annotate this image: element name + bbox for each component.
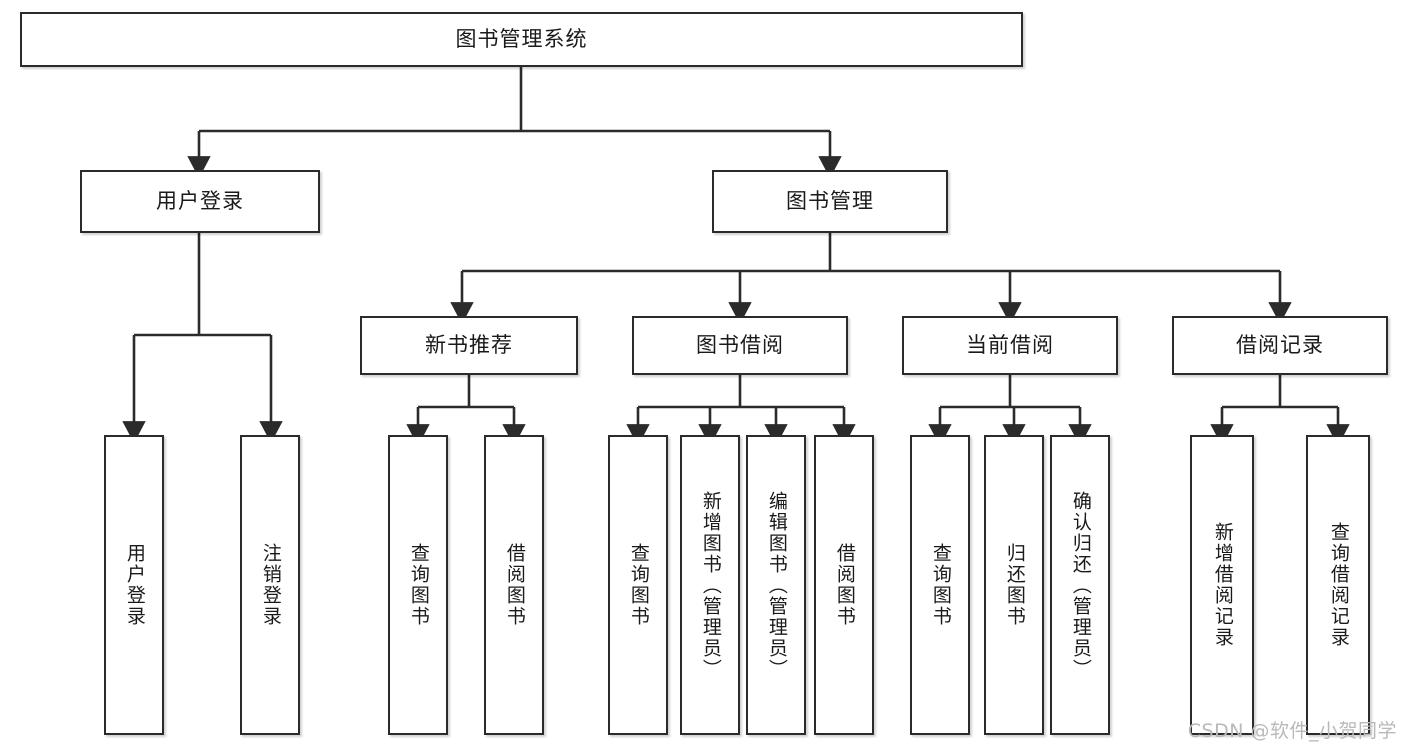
node-current-borrow-label: 当前借阅 [966,332,1054,357]
leaf-node-label: 编辑图书（管理员） [765,490,788,680]
leaf-node[interactable]: 新增借阅记录 [1190,435,1254,735]
node-new-book-recommend-label: 新书推荐 [425,332,513,357]
leaf-node-label: 归还图书 [1003,543,1026,627]
leaf-node[interactable]: 编辑图书（管理员） [746,435,806,735]
leaf-node[interactable]: 归还图书 [984,435,1044,735]
leaf-node-label: 查询图书 [627,543,650,627]
node-book-management-label: 图书管理 [786,188,874,213]
node-book-management[interactable]: 图书管理 [712,170,948,233]
leaf-node-label: 新增借阅记录 [1211,522,1234,648]
node-root[interactable]: 图书管理系统 [20,12,1023,67]
leaf-node[interactable]: 确认归还（管理员） [1050,435,1110,735]
node-user-login-label: 用户登录 [156,188,244,213]
leaf-node-label: 注销登录 [259,543,282,627]
leaf-node[interactable]: 查询图书 [608,435,668,735]
leaf-node-label: 用户登录 [123,543,146,627]
node-book-borrow[interactable]: 图书借阅 [632,316,848,375]
leaf-node-label: 确认归还（管理员） [1069,490,1092,680]
leaf-node[interactable]: 查询图书 [388,435,448,735]
watermark: CSDN @软件_小贺同学 [1187,720,1397,742]
leaf-node-label: 查询图书 [407,543,430,627]
leaf-node[interactable]: 查询借阅记录 [1306,435,1370,735]
node-borrow-records-label: 借阅记录 [1236,332,1324,357]
node-book-borrow-label: 图书借阅 [696,332,784,357]
leaf-node-label: 查询图书 [929,543,952,627]
leaf-node[interactable]: 借阅图书 [484,435,544,735]
node-borrow-records[interactable]: 借阅记录 [1172,316,1388,375]
leaf-node[interactable]: 用户登录 [104,435,164,735]
leaf-node-label: 新增图书（管理员） [699,490,722,680]
node-user-login[interactable]: 用户登录 [80,170,320,233]
leaf-node-label: 借阅图书 [833,543,856,627]
leaf-node[interactable]: 新增图书（管理员） [680,435,740,735]
leaf-node[interactable]: 查询图书 [910,435,970,735]
node-current-borrow[interactable]: 当前借阅 [902,316,1118,375]
leaf-node[interactable]: 借阅图书 [814,435,874,735]
leaf-node-label: 借阅图书 [503,543,526,627]
node-root-label: 图书管理系统 [455,26,588,51]
node-new-book-recommend[interactable]: 新书推荐 [360,316,578,375]
leaf-node-label: 查询借阅记录 [1327,522,1350,648]
leaf-node[interactable]: 注销登录 [240,435,300,735]
